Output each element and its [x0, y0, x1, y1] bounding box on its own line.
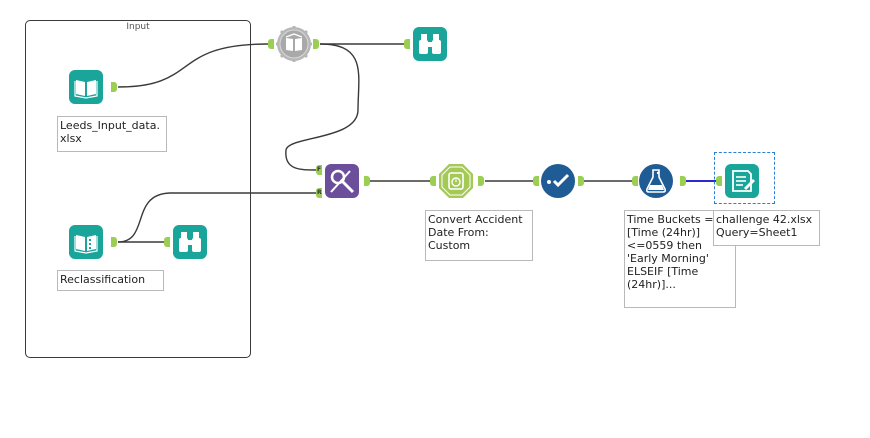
connector-leeds-to-autofield [117, 43, 269, 88]
tool-annotation: challenge 42.xlsx Query=Sheet1 [713, 210, 820, 246]
select-tool[interactable] [540, 163, 576, 199]
input-anchor[interactable] [632, 176, 638, 186]
formula-tool[interactable] [638, 163, 674, 199]
auto-field-tool[interactable] [276, 26, 312, 62]
input-container[interactable]: Input [25, 20, 251, 358]
tool-annotation: Leeds_Input_data. xlsx [57, 116, 167, 152]
input-data-book-icon [69, 225, 103, 259]
output-data-icon [725, 164, 759, 198]
input-data-tool-reclassification[interactable] [68, 224, 104, 260]
tool-annotation: Time Buckets = [Time (24hr)] <=0559 then… [624, 210, 736, 308]
anchor-label-f: F [317, 166, 322, 173]
output-data-tool[interactable] [724, 163, 760, 199]
output-anchor[interactable] [111, 82, 117, 92]
input-anchor[interactable] [164, 237, 170, 247]
anchor-label-r: R [317, 189, 322, 196]
input-anchor[interactable] [716, 176, 722, 186]
auto-field-book-gear-icon [276, 26, 312, 62]
connector-autofield-to-findreplace [285, 43, 360, 171]
tool-annotation: Reclassification [57, 270, 164, 291]
selection-highlight [714, 152, 775, 204]
output-anchor[interactable] [478, 176, 484, 186]
browse-tool-top[interactable] [412, 26, 448, 62]
output-anchor[interactable] [578, 176, 584, 186]
input-anchor-replace[interactable] [316, 188, 322, 198]
output-anchor[interactable] [680, 176, 686, 186]
input-anchor[interactable] [268, 39, 274, 49]
browse-binoculars-icon [173, 225, 207, 259]
input-anchor-find[interactable] [316, 165, 322, 175]
tool-annotation: Convert Accident Date From: Custom [425, 210, 533, 261]
connector-reclass-to-findreplace [117, 192, 316, 243]
datetime-tool[interactable] [438, 163, 474, 199]
output-anchor[interactable] [313, 39, 319, 49]
output-anchor[interactable] [111, 237, 117, 247]
container-title: Input [126, 22, 150, 32]
browse-tool-reclassification[interactable] [172, 224, 208, 260]
input-data-tool-leeds[interactable] [68, 69, 104, 105]
input-anchor[interactable] [430, 176, 436, 186]
datetime-clock-icon [439, 164, 473, 198]
select-check-icon [541, 164, 575, 198]
output-anchor[interactable] [364, 176, 370, 186]
input-anchor[interactable] [404, 39, 410, 49]
browse-binoculars-icon [413, 27, 447, 61]
formula-flask-icon [639, 164, 673, 198]
input-data-book-icon [69, 70, 103, 104]
find-replace-icon [325, 164, 359, 198]
input-anchor[interactable] [533, 176, 539, 186]
find-replace-tool[interactable] [324, 163, 360, 199]
